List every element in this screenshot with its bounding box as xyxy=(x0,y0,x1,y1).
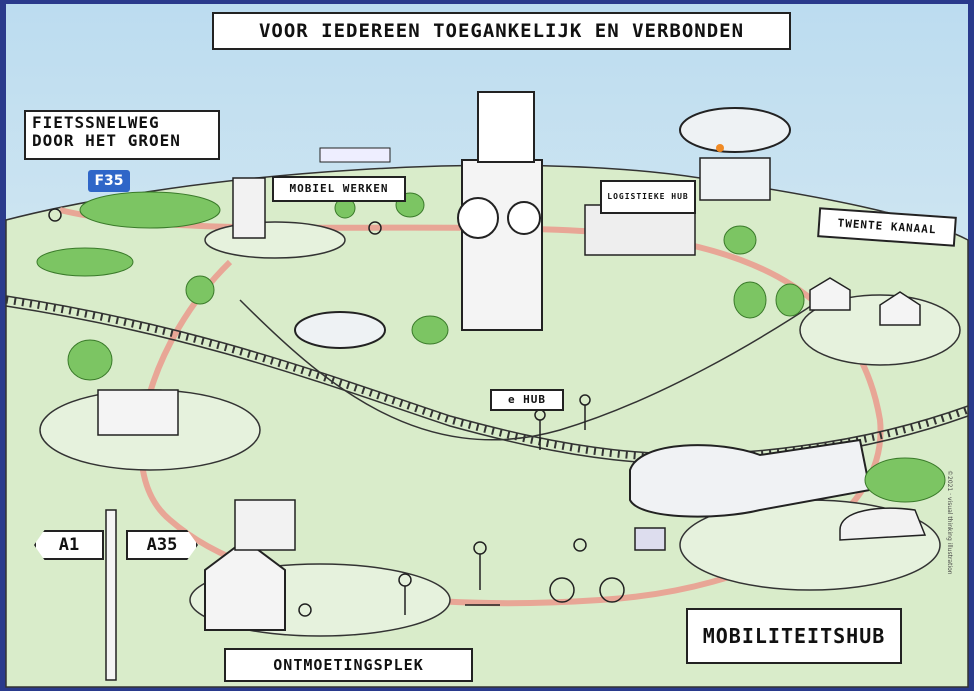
page-title: VOOR IEDEREEN TOEGANKELIJK EN VERBONDEN xyxy=(212,12,795,54)
artist-credit: ©2021 · visual thinking illustration xyxy=(946,470,953,575)
sign-a35: A35 xyxy=(126,530,198,560)
island-mobiel xyxy=(204,221,346,259)
label-ehub: e HUB xyxy=(490,389,564,411)
label-mobiliteitshub: MOBILITEITSHUB xyxy=(686,608,902,664)
clock-face xyxy=(457,197,499,239)
railway xyxy=(5,296,970,462)
signpost-pole xyxy=(105,509,117,681)
car xyxy=(839,507,927,541)
train xyxy=(629,438,872,518)
label-mobiel-werken: MOBIEL WERKEN xyxy=(272,176,406,202)
label-fietssnelweg: FIETSSNELWEG DOOR HET GROEN xyxy=(24,110,220,160)
label-logistieke-hub: LOGISTIEKE HUB xyxy=(600,180,696,214)
sign-a1: A1 xyxy=(34,530,104,560)
office-building xyxy=(232,177,266,239)
drone-left xyxy=(294,311,386,349)
houses-right xyxy=(809,277,921,326)
solar-panel xyxy=(634,527,666,551)
house-ontmoeting xyxy=(204,538,286,631)
drone xyxy=(679,107,791,153)
apartment-block xyxy=(234,499,296,551)
clock-tower xyxy=(461,159,543,331)
label-ontmoetingsplek: ONTMOETINGSPLEK xyxy=(224,648,473,682)
f35-badge: F35 xyxy=(88,170,130,192)
boat xyxy=(319,147,391,163)
house-left xyxy=(97,389,179,436)
inner-path xyxy=(239,299,821,441)
trees xyxy=(36,191,946,503)
people-sketches xyxy=(48,208,625,617)
